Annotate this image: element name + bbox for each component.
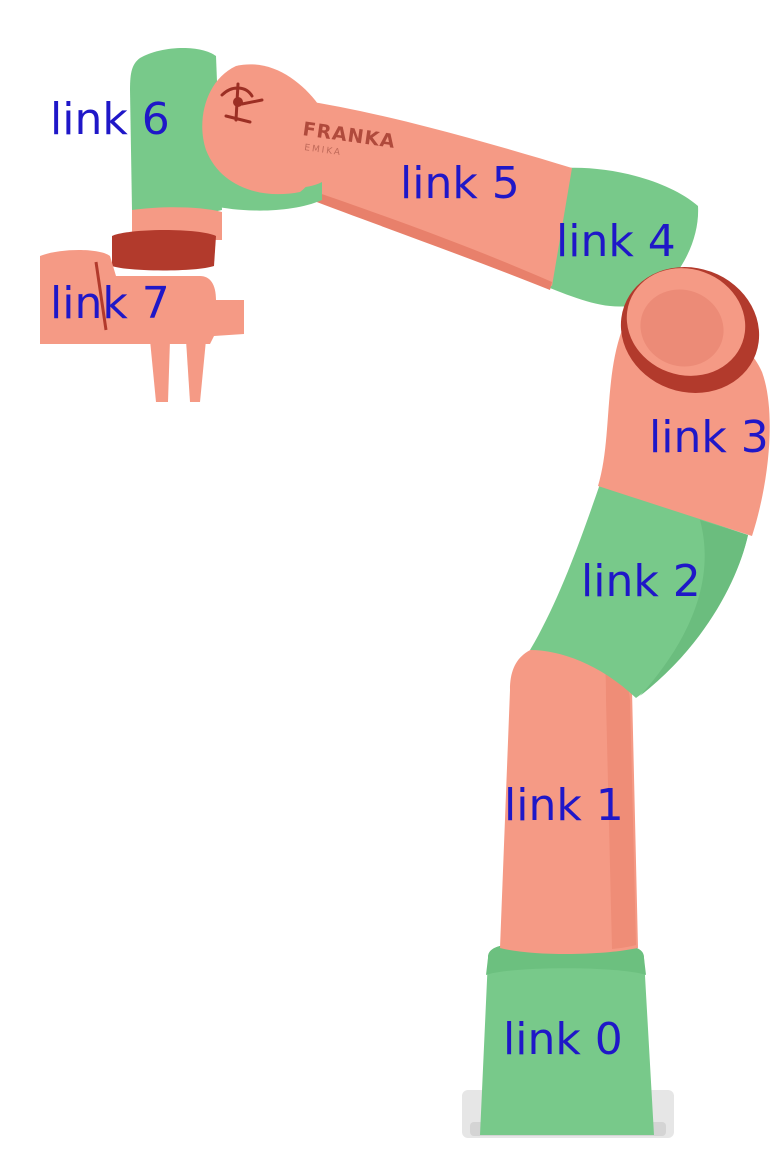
label-link-4: link 4 xyxy=(556,216,676,267)
label-link-7: link 7 xyxy=(50,278,170,329)
label-link-6: link 6 xyxy=(50,94,170,145)
label-link-1: link 1 xyxy=(504,780,624,831)
label-link-5: link 5 xyxy=(400,158,520,209)
label-link-0: link 0 xyxy=(503,1014,623,1065)
label-link-3: link 3 xyxy=(649,412,769,463)
label-link-2: link 2 xyxy=(581,556,701,607)
